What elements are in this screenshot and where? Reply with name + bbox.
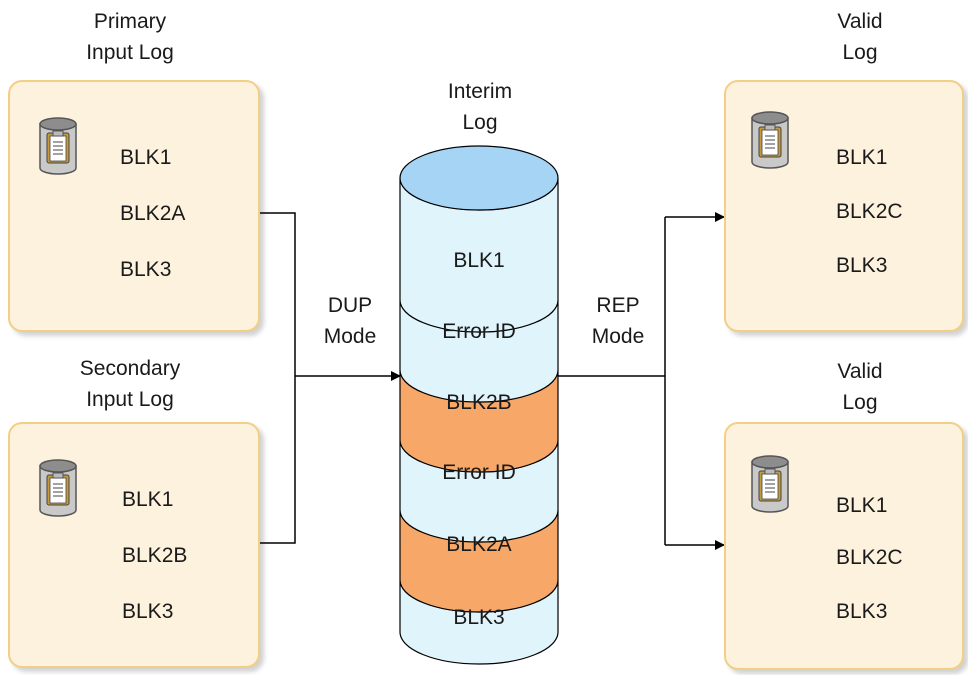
- interim-log-title-line1: Interim: [447, 80, 513, 103]
- valid-log-2-title-line2: Log: [842, 391, 878, 414]
- primary-log-title: Primary Input Log: [40, 6, 220, 68]
- log-dataset-icon: [39, 117, 77, 175]
- valid-log-1-title: Valid Log: [800, 6, 920, 68]
- secondary-to-junction-line: [260, 376, 296, 544]
- valid-log-2-block-2: BLK2C: [836, 546, 903, 569]
- primary-to-junction-line: [260, 212, 296, 376]
- secondary-log-block-3: BLK3: [122, 600, 174, 623]
- secondary-log-title-line2: Input Log: [86, 388, 174, 411]
- valid-log-1-block-1: BLK1: [836, 146, 888, 169]
- valid-log-1-box: BLK1 BLK2C BLK3: [724, 80, 964, 332]
- valid-log-1-block-3: BLK3: [836, 254, 888, 277]
- log-dataset-icon: [751, 111, 789, 169]
- rep-mode-line1: REP: [596, 294, 640, 317]
- interim-segment-label-3: BLK2B: [446, 391, 512, 414]
- primary-log-title-line2: Input Log: [86, 41, 174, 64]
- valid-log-1-title-line2: Log: [842, 41, 878, 64]
- primary-log-block-2: BLK2A: [120, 202, 186, 225]
- primary-log-block-1: BLK1: [120, 146, 172, 169]
- secondary-log-block-1: BLK1: [122, 488, 174, 511]
- interim-segment-label-2: Error ID: [442, 320, 516, 343]
- primary-log-block-3: BLK3: [120, 258, 172, 281]
- interim-log-title-line2: Log: [462, 111, 498, 134]
- secondary-input-log-box: BLK1 BLK2B BLK3: [8, 422, 260, 668]
- interim-segment-label-6: BLK3: [453, 606, 505, 629]
- log-dataset-icon: [751, 455, 789, 513]
- valid-log-1-block-2: BLK2C: [836, 200, 903, 223]
- valid-log-2-title: Valid Log: [800, 356, 920, 418]
- primary-log-title-line1: Primary: [93, 10, 167, 33]
- interim-segment-label-5: BLK2A: [446, 533, 512, 556]
- interim-log-title: Interim Log: [420, 76, 540, 138]
- secondary-log-title: Secondary Input Log: [40, 353, 220, 415]
- primary-input-log-box: BLK1 BLK2A BLK3: [8, 80, 260, 332]
- rep-mode-label: REP Mode: [578, 290, 658, 352]
- interim-segment-label-1: BLK1: [453, 249, 505, 272]
- dup-mode-line1: DUP: [327, 294, 373, 317]
- dup-mode-line2: Mode: [323, 325, 377, 348]
- interim-segment-label-4: Error ID: [442, 461, 516, 484]
- valid-log-1-title-line1: Valid: [837, 10, 883, 33]
- log-dataset-icon: [39, 459, 77, 517]
- valid-log-2-block-1: BLK1: [836, 494, 888, 517]
- dup-mode-label: DUP Mode: [310, 290, 390, 352]
- secondary-log-title-line1: Secondary: [79, 357, 181, 380]
- valid-log-2-box: BLK1 BLK2C BLK3: [724, 422, 964, 670]
- secondary-log-block-2: BLK2B: [122, 544, 188, 567]
- valid-log-2-title-line1: Valid: [837, 360, 883, 383]
- valid-log-2-block-3: BLK3: [836, 600, 888, 623]
- rep-mode-line2: Mode: [591, 325, 645, 348]
